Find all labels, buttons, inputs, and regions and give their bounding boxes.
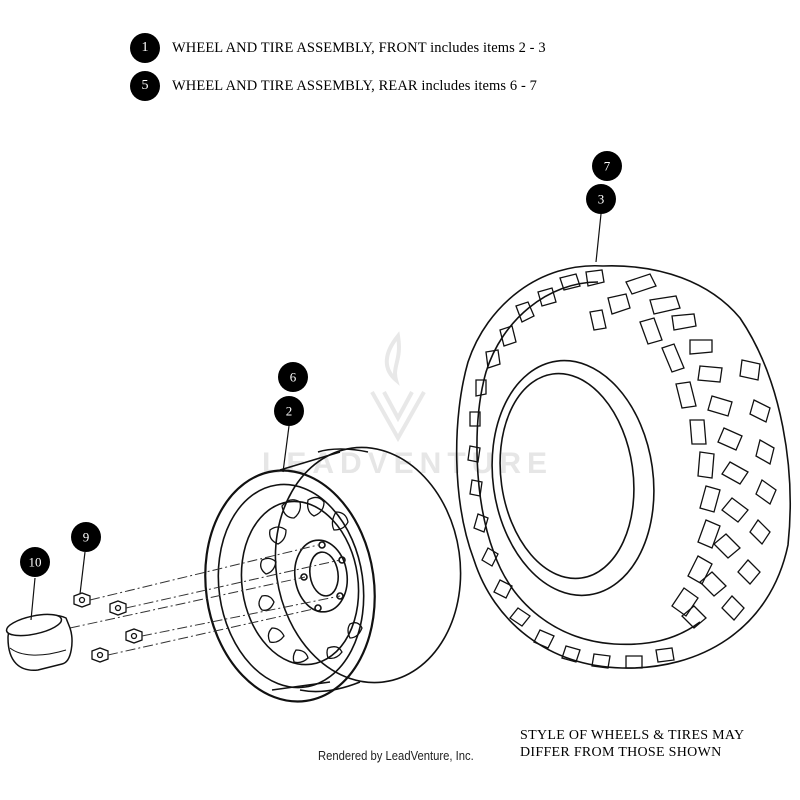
note-line: DIFFER FROM THOSE SHOWN [520,745,722,760]
callout-number: 2 [286,404,293,419]
assembly-centerlines [69,544,341,656]
callout-lug-nut: 9 [71,522,101,552]
note-line: STYLE OF WHEELS & TIRES MAY [520,728,745,743]
callout-tire-rear: 7 [592,151,622,181]
callout-number: 6 [290,370,297,385]
callout-number: 9 [83,530,90,545]
legend-text: WHEEL AND TIRE ASSEMBLY, FRONT includes … [172,39,546,56]
wheel-rim-drawing [204,446,462,703]
callout-number: 7 [604,159,611,174]
lug-nut [73,592,91,608]
callout-number: 10 [29,555,42,570]
legend-row-front-assembly: 1 WHEEL AND TIRE ASSEMBLY, FRONT include… [130,32,546,64]
legend-callout: 5 [130,71,160,101]
watermark-logo-icon [370,331,426,443]
legend-row-rear-assembly: 5 WHEEL AND TIRE ASSEMBLY, REAR includes… [130,70,537,102]
tire-drawing [455,265,791,669]
lug-nut [91,647,109,663]
legend-callout: 1 [130,33,160,63]
lug-nut [109,600,127,616]
callout-number: 3 [598,192,605,207]
legend-text: WHEEL AND TIRE ASSEMBLY, REAR includes i… [172,77,537,94]
lug-nut [125,628,143,644]
render-credit: Rendered by LeadVenture, Inc. [318,749,474,763]
callout-wheel-rear: 6 [278,362,308,392]
callout-wheel-front: 2 [274,396,304,426]
callout-center-cap: 10 [20,547,50,577]
callout-tire-front: 3 [586,184,616,214]
leader-lines [30,213,602,621]
style-disclaimer-note: STYLE OF WHEELS & TIRES MAY DIFFER FROM … [520,727,744,761]
lug-nuts-drawing [73,592,143,663]
center-cap-drawing [5,613,73,671]
